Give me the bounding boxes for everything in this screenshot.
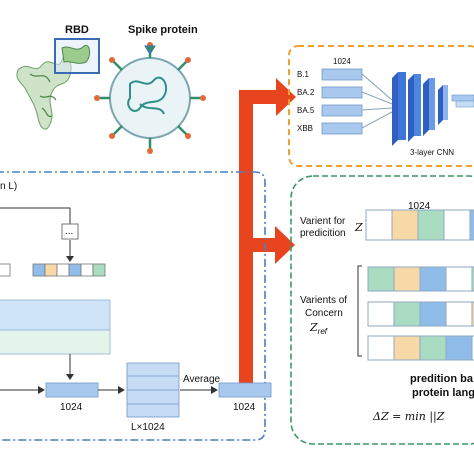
input-bracket: [0, 207, 71, 224]
spike-protein-label: Spike protein: [128, 24, 198, 36]
z-symbol: Z: [354, 221, 363, 234]
prediction-panel: [290, 175, 474, 445]
token-dim-label: 1024: [60, 402, 83, 413]
variant-bar-ba2: [321, 86, 363, 99]
variant-bar-b1: [321, 68, 363, 81]
spike-protein-virus-image: Spike protein: [94, 24, 206, 154]
predict-label-line2: predicition: [300, 228, 346, 239]
variant-bar-xbb: [321, 122, 363, 135]
encoder-block-top: [0, 299, 111, 331]
concern-vector-3: [367, 335, 474, 361]
ellipsis-box: [61, 223, 79, 240]
token-sequence: [0, 263, 106, 277]
variants-dim-label: 1024: [333, 57, 351, 66]
distance-formula: ΔZ = min ||Z: [372, 410, 445, 424]
concern-label-line2: Concern: [305, 308, 343, 319]
variant-label-ba2: BA.2: [297, 88, 315, 97]
concern-vector-1: [367, 266, 474, 292]
variant-list: B.1 BA.2 BA.5 XBB: [297, 68, 363, 135]
prediction-vector: [365, 209, 474, 241]
left-panel: [0, 171, 266, 441]
rbd-highlight-box: [54, 38, 100, 74]
encoder-block-bottom: [0, 329, 111, 355]
average-dim-label: 1024: [233, 402, 256, 413]
concern-bracket: [357, 265, 362, 357]
prediction-text-line2: protein lang: [412, 387, 474, 399]
concern-label-line1: Varients of: [300, 295, 347, 306]
right-dim-label: 1024: [408, 201, 431, 212]
token-embedding-box: [45, 382, 99, 398]
variants-panel: [288, 45, 474, 167]
average-label: Average: [183, 374, 221, 385]
ellipsis-label: ...: [65, 226, 73, 237]
variant-label-b1: B.1: [297, 70, 310, 79]
predict-label-line1: Varient for: [300, 216, 346, 227]
variant-label-ba5: BA.5: [297, 106, 315, 115]
left-panel-title: n L): [0, 181, 17, 192]
rbd-label: RBD: [65, 24, 89, 36]
concern-vector-2: [367, 301, 474, 327]
spike-marker-icon: [144, 45, 156, 55]
stack-dim-label: L×1024: [131, 422, 165, 433]
cnn-label: 3-layer CNN: [410, 148, 454, 157]
cnn-block-icon: [392, 72, 474, 146]
flow-arrow: [239, 78, 296, 390]
embedding-stack: [126, 362, 180, 418]
variant-label-xbb: XBB: [297, 124, 313, 133]
average-embedding-box: [218, 382, 272, 398]
zref-symbol: Zref: [309, 321, 328, 336]
prediction-text-line1: predition ba: [410, 373, 474, 385]
rbd-structure-image: RBD: [16, 24, 100, 130]
variant-bar-ba5: [321, 104, 363, 117]
connector-lines: [361, 73, 393, 129]
